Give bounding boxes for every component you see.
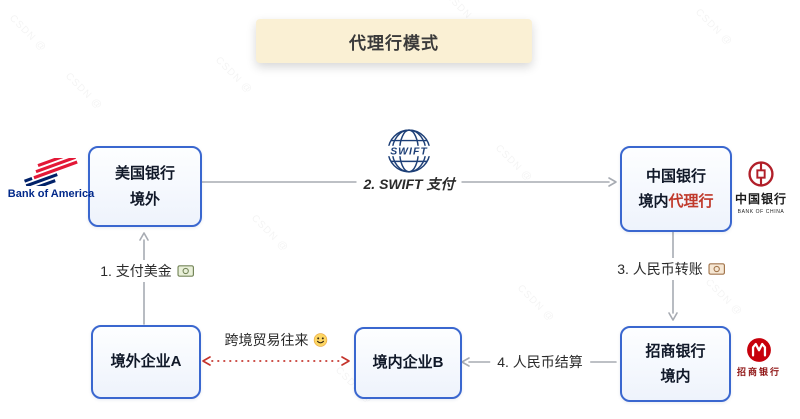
node-cn-bank: 中国银行 境内代理行 [620,146,732,232]
edge-label-step3: 3. 人民币转账 [610,258,732,280]
boc-wordmark-en: BANK OF CHINA [737,209,785,215]
edge-label-step4: 4. 人民币结算 [490,351,590,373]
boc-wordmark-cn: 中国银行 [734,192,787,206]
node-company-b: 境内企业B [354,327,462,399]
watermark: CSDN @ [703,277,744,318]
edge-label-step1: 1. 支付美金 [93,260,201,282]
node-cn-bank-line2-prefix: 境内 [638,193,669,210]
node-company-a-label: 境外企业A [110,353,182,371]
arrowhead-left-icon [461,357,470,367]
node-cn-bank-line1: 中国银行 [645,167,706,185]
watermark: CSDN @ [213,55,254,96]
boa-flag-icon [24,158,78,186]
node-cn-bank-line2-highlight: 代理行 [668,193,714,210]
watermark: CSDN @ [493,143,534,184]
node-cmb-bank-line2: 境内 [660,368,691,385]
edge-label-step2: 2. SWIFT 支付 [356,173,462,195]
swift-wordmark: SWIFT [390,147,428,158]
node-cmb-bank: 招商银行 境内 [620,326,731,402]
arrowhead-left-red-icon [202,356,211,366]
smiling-face-icon [313,333,328,347]
watermark: CSDN @ [249,213,290,254]
swift-globe-icon: SWIFT [384,126,434,176]
node-company-b-label: 境内企业B [372,354,444,372]
edge-label-step3-text: 3. 人民币转账 [617,261,703,277]
yen-banknote-icon [707,263,725,275]
edge-label-step4-text: 4. 人民币结算 [497,354,583,370]
watermark: CSDN @ [63,71,104,112]
node-cmb-bank-line1: 招商银行 [645,342,706,360]
node-us-bank-line2: 境外 [129,190,160,208]
arrowhead-down-icon [668,312,678,321]
node-cn-bank-line2: 境内代理行 [638,189,713,215]
edge-label-step1-text: 1. 支付美金 [100,263,172,279]
bank-of-america-logo: Bank of America [6,158,96,200]
cmb-emblem-icon [747,338,771,362]
bank-of-china-logo: 中国银行 BANK OF CHINA [728,160,794,215]
node-company-a: 境外企业A [91,325,201,399]
boa-wordmark: Bank of America [7,188,95,200]
page-title: 代理行模式 [256,19,532,63]
arrowhead-right-red-icon [341,356,350,366]
node-us-bank-line1: 美国银行 [114,165,175,182]
boc-emblem-icon [748,161,774,187]
watermark: CSDN @ [7,13,48,54]
edge-label-step2-text: 2. SWIFT 支付 [363,176,455,192]
edge-label-trade-text: 跨境贸易往来 [224,332,309,348]
cmb-wordmark-cn: 招商银行 [736,367,781,377]
china-merchants-bank-logo: 招商银行 [722,337,796,378]
edge-label-trade: 跨境贸易往来 [218,329,335,351]
watermark: CSDN @ [515,283,556,324]
arrowhead-up-icon [139,232,149,241]
watermark: CSDN @ [693,7,734,48]
arrowhead-right-icon [608,177,617,187]
node-us-bank: 美国银行 境外 [88,146,202,227]
dollar-banknote-icon [176,265,194,277]
